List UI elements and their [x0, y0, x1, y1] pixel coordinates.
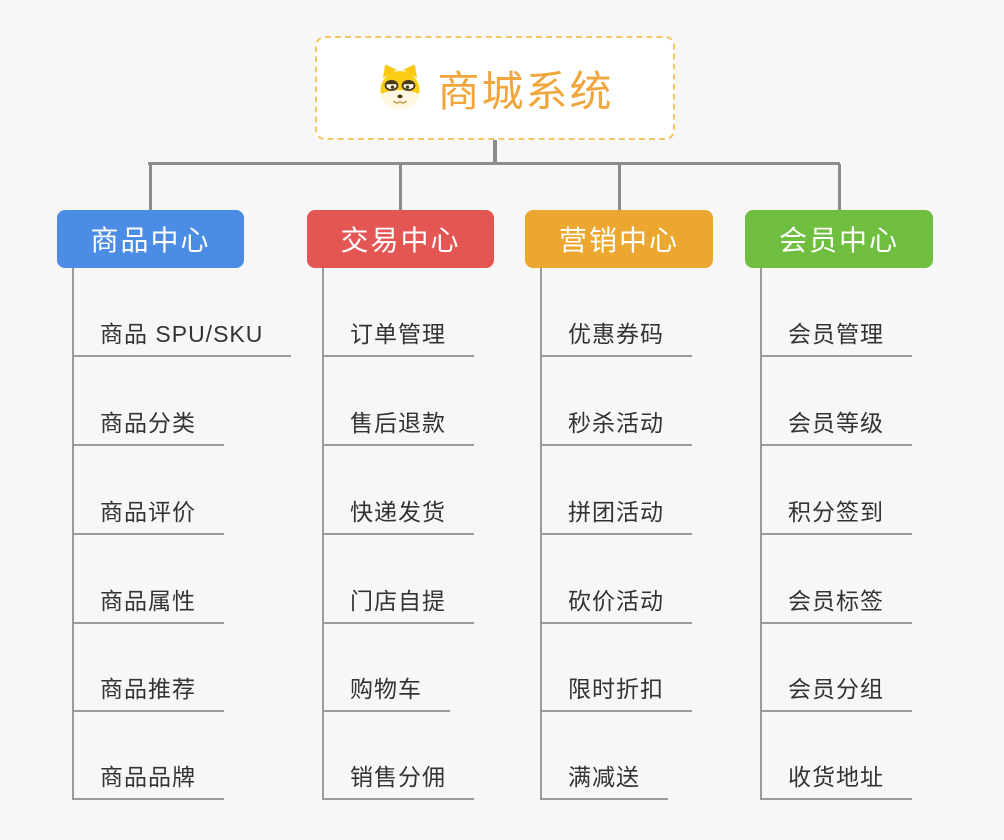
leaf-node[interactable]: 商品 SPU/SKU	[73, 317, 292, 357]
leaf-node[interactable]: 门店自提	[323, 584, 474, 624]
leaf-node[interactable]: 优惠券码	[541, 317, 692, 357]
branch-label: 交易中心	[340, 225, 461, 256]
connector-trunk-vertical	[493, 140, 497, 165]
leaf-node[interactable]: 拼团活动	[541, 495, 692, 535]
branch-label: 商品中心	[90, 225, 211, 256]
dog-face-icon	[380, 64, 420, 109]
leaf-node[interactable]: 砍价活动	[541, 584, 692, 624]
leaf-node[interactable]: 订单管理	[323, 317, 474, 357]
connector-drop-marketing	[618, 164, 621, 210]
leaf-node[interactable]: 售后退款	[323, 406, 474, 446]
connector-drop-trade	[399, 164, 402, 210]
branch-node-member-center[interactable]: 会员中心	[745, 210, 933, 268]
leaf-node[interactable]: 限时折扣	[541, 672, 692, 712]
leaf-node[interactable]: 会员管理	[761, 317, 912, 357]
leaf-node[interactable]: 秒杀活动	[541, 406, 692, 446]
leaf-node[interactable]: 会员等级	[761, 406, 912, 446]
leaf-node[interactable]: 购物车	[323, 672, 450, 712]
leaf-node[interactable]: 商品推荐	[73, 672, 224, 712]
leaf-node[interactable]: 满减送	[541, 760, 668, 800]
connector-drop-products	[149, 164, 152, 210]
leaf-node[interactable]: 积分签到	[761, 495, 912, 535]
leaf-node[interactable]: 商品属性	[73, 584, 224, 624]
branch-node-product-center[interactable]: 商品中心	[57, 210, 244, 268]
leaf-node[interactable]: 商品品牌	[73, 760, 224, 800]
branch-node-marketing-center[interactable]: 营销中心	[525, 210, 713, 268]
connector-drop-members	[838, 164, 841, 210]
connector-trunk-horizontal	[148, 162, 840, 165]
leaf-node[interactable]: 商品分类	[73, 406, 224, 446]
leaf-node[interactable]: 会员分组	[761, 672, 912, 712]
branch-label: 营销中心	[558, 225, 679, 256]
root-title: 商城系统	[437, 67, 614, 115]
leaf-node[interactable]: 收货地址	[761, 760, 912, 800]
leaf-node[interactable]: 快递发货	[323, 495, 474, 535]
branch-node-trade-center[interactable]: 交易中心	[307, 210, 494, 268]
root-node-mall-system[interactable]: 商城系统	[315, 36, 675, 140]
leaf-node[interactable]: 商品评价	[73, 495, 224, 535]
leaf-node[interactable]: 会员标签	[761, 584, 912, 624]
branch-label: 会员中心	[778, 225, 899, 256]
leaf-node[interactable]: 销售分佣	[323, 760, 474, 800]
